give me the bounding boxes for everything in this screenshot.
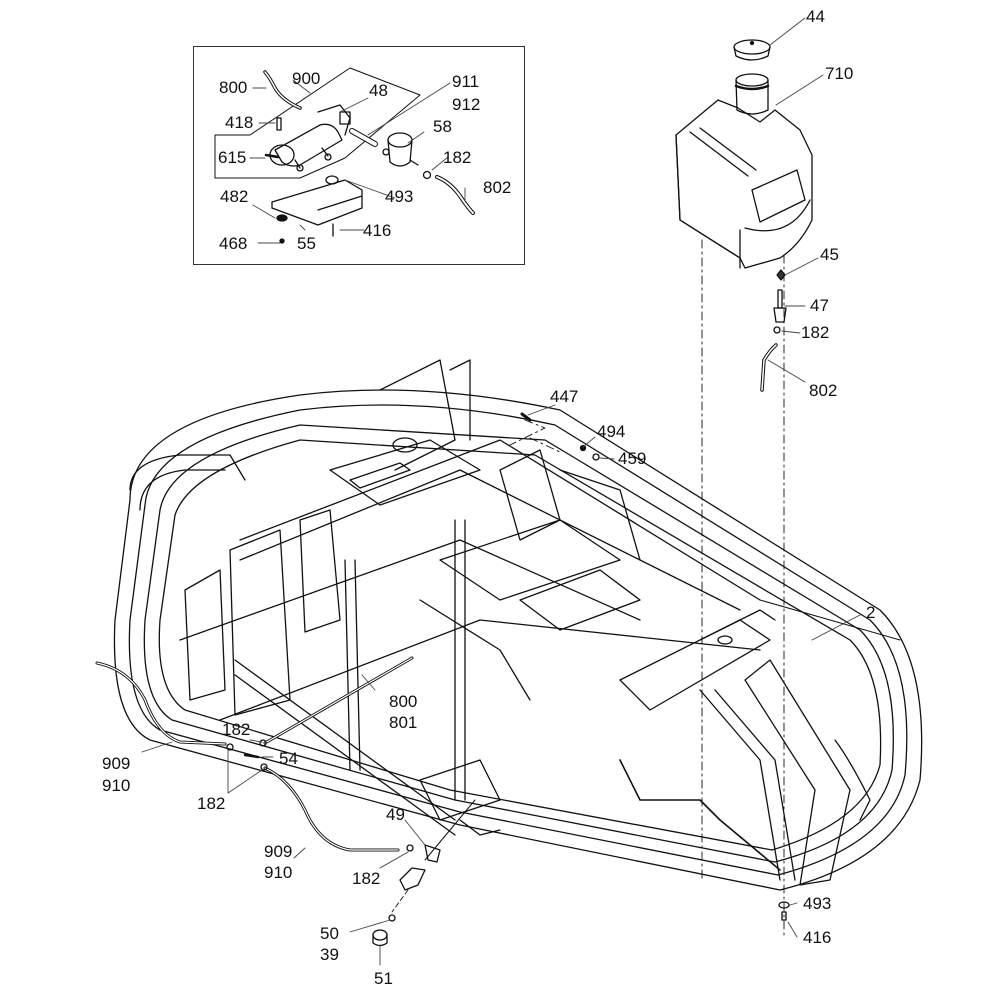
hose-802-inset [435, 175, 475, 215]
part-label-910-a: 910 [102, 776, 131, 795]
part-label-48: 48 [369, 81, 388, 100]
fuel-line-909-910-lower [263, 766, 400, 852]
part-label-416-inset: 416 [363, 221, 392, 240]
part-label-182-c: 182 [352, 869, 381, 888]
frame-cage-2 [113, 389, 923, 891]
part-label-615: 615 [218, 148, 247, 167]
part-label-47: 47 [810, 296, 829, 315]
small-parts-inset [264, 117, 432, 244]
part-label-909-b: 909 [264, 842, 293, 861]
part-label-802-inset: 802 [483, 178, 512, 197]
part-label-911: 911 [452, 72, 480, 91]
part-label-416-frame: 416 [803, 928, 832, 947]
part-label-493-frame: 493 [803, 894, 832, 913]
part-label-482: 482 [220, 187, 249, 206]
fuel-pump-assembly [214, 67, 421, 179]
hose-800-inset [263, 70, 302, 110]
part-label-910-b: 910 [264, 863, 293, 882]
part-label-800-inset: 800 [219, 78, 248, 97]
fuel-cap-44 [733, 39, 771, 61]
part-label-459: 459 [618, 449, 647, 468]
leader-lines [141, 17, 861, 966]
part-label-58: 58 [433, 117, 452, 136]
part-label-182-b: 182 [197, 794, 226, 813]
part-label-800-frame: 800 [389, 692, 418, 711]
tank-fittings [760, 269, 787, 392]
part-label-468: 468 [219, 234, 248, 253]
part-label-45: 45 [820, 245, 839, 264]
part-label-447: 447 [550, 387, 579, 406]
part-label-2: 2 [866, 603, 876, 622]
part-label-909-a: 909 [102, 754, 131, 773]
part-label-49: 49 [386, 805, 405, 824]
hardware-447-494-459 [520, 412, 600, 461]
part-label-51: 51 [374, 969, 393, 988]
part-label-900: 900 [292, 69, 321, 88]
fuel-line-909-910-upper [95, 661, 227, 746]
part-label-802-tank: 802 [809, 381, 838, 400]
part-label-494: 494 [597, 422, 626, 441]
part-label-418: 418 [225, 113, 254, 132]
part-label-801: 801 [389, 713, 418, 732]
part-label-55: 55 [297, 234, 316, 253]
part-label-182-inset: 182 [443, 148, 472, 167]
part-label-39: 39 [320, 945, 339, 964]
part-label-44: 44 [806, 7, 825, 26]
part-label-50: 50 [320, 924, 339, 943]
part-label-493-inset: 493 [385, 187, 414, 206]
part-label-182-a: 182 [222, 720, 251, 739]
part-label-54: 54 [279, 749, 298, 768]
fuel-line-800-801 [263, 656, 414, 745]
fittings-lower [226, 739, 790, 947]
part-label-710: 710 [825, 64, 854, 83]
filter-58 [382, 132, 419, 167]
fuel-pump-inset-box [193, 46, 525, 265]
part-label-182-tank: 182 [801, 323, 830, 342]
part-label-912: 912 [452, 95, 481, 114]
alignment-lines [509, 239, 785, 936]
fuel-tank-710 [675, 73, 813, 269]
tube-911 [349, 128, 378, 147]
chassis-frame [179, 359, 901, 836]
